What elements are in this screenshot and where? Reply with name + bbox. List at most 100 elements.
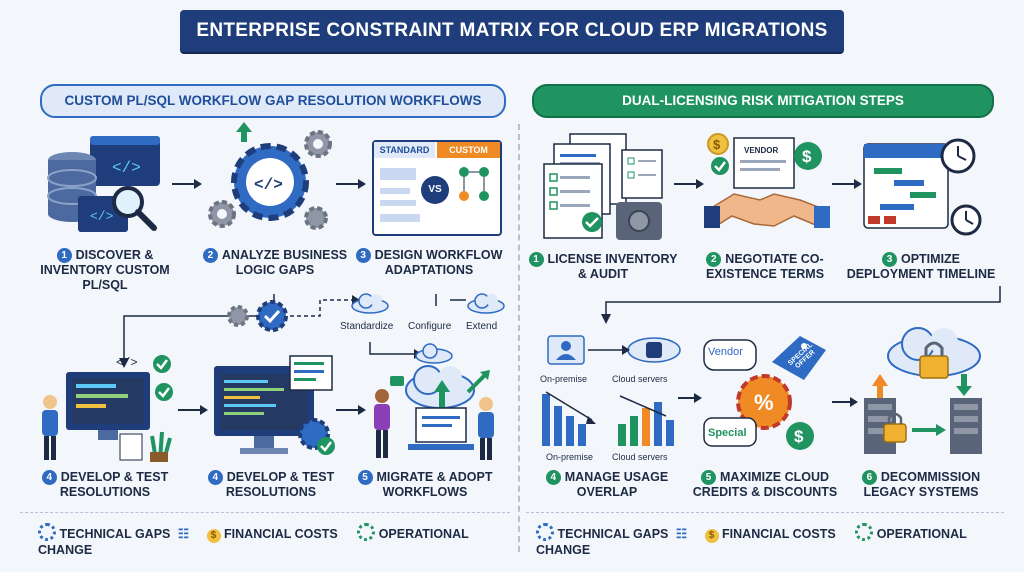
arrow-right-icon [674,179,704,189]
step-label: OPTIMIZE DEPLOYMENT TIMELINE [846,252,996,281]
arrow-right-icon [336,405,366,415]
step-label: LICENSE INVENTORY & AUDIT [547,252,678,281]
arrow-right-icon [832,179,862,189]
step-label: DEVELOP & TEST RESOLUTIONS [225,470,335,499]
step-label: DESIGN WORKFLOW ADAPTATIONS [374,248,503,277]
gears-icon: </> [208,122,332,230]
legend-operational: OPERATIONAL CHANGE [38,527,469,557]
section-divider [518,124,520,552]
custom-tag: CUSTOM [437,142,500,158]
step-label: DEVELOP & TEST RESOLUTIONS [59,470,169,499]
step-number: 2 [706,252,722,267]
usage-label-cloud-top: Cloud servers [612,374,668,384]
gear-icon [536,523,554,541]
legend-financial: FINANCIAL COSTS [224,527,338,541]
step-label: MAXIMIZE CLOUD CREDITS & DISCOUNTS [692,470,838,499]
step-label: MANAGE USAGE OVERLAP [564,470,669,499]
arrow-right-icon [678,393,702,403]
decommission-servers-icon [864,327,982,454]
cloud-icon [415,343,453,364]
gear-check-icon [227,300,288,332]
cloud-credits-icon: $ [703,336,826,450]
gear-icon [855,523,874,541]
legend-divider-right [526,512,1004,513]
step-label: NEGOTIATE CO-EXISTENCE TERMS [705,252,825,281]
connector-lines [601,286,1001,324]
step-label: ANALYZE BUSINESS LOGIC GAPS [221,248,348,277]
handshake-icon: $ $ [704,133,830,228]
vendor-bubble-label: Vendor [708,346,743,358]
database-code-icon: </> </> [47,136,160,232]
legend-financial: FINANCIAL COSTS [722,527,836,541]
special-bubble-label: Special [708,427,747,439]
legend-operational: OPERATIONAL CHANGE [536,527,967,557]
left-section-heading: CUSTOM PL/SQL WORKFLOW GAP RESOLUTION WO… [40,84,506,118]
timeline-calendar-icon [863,138,982,236]
hierarchy-icon: ☷ [675,527,688,541]
license-documents-icon [543,133,663,240]
dollar-coin-icon: $ [206,529,221,543]
step-label: MIGRATE & ADOPT WORKFLOWS [376,470,493,499]
vendor-doc-label: VENDOR [744,146,779,155]
standard-tag: STANDARD [374,142,435,158]
step-number: 2 [202,248,218,263]
arrow-right-icon [336,179,366,189]
legend-technical: TECHNICAL GAPS [557,527,669,541]
step-number: 5 [357,470,373,485]
step-number: 5 [700,470,716,485]
step-number: 6 [861,470,877,485]
flow-diagram-icon [380,167,489,222]
step-number: 4 [545,470,561,485]
gear-icon [38,523,56,541]
step-number: 3 [355,248,371,263]
page-title: ENTERPRISE CONSTRAINT MATRIX FOR CLOUD E… [196,20,828,41]
step-number: 1 [528,252,544,267]
step-number: 1 [56,248,72,263]
legend-right: TECHNICAL GAPS ☷ $ FINANCIAL COSTS OPERA… [536,523,1006,557]
hierarchy-icon: ☷ [177,527,190,541]
svg-text:$: $ [794,427,804,446]
developer-monitor-icon: </> [42,355,173,462]
vs-badge: VS [421,176,449,204]
discount-percent-label: % [754,390,774,415]
step-number: 4 [207,470,223,485]
dollar-coin-icon: $ [704,529,719,543]
option-configure: Configure [408,321,452,332]
step-number: 4 [41,470,57,485]
code-editor-icon [214,355,335,455]
usage-label-cloud-bottom: Cloud servers [612,452,668,462]
cloud-migration-icon [374,365,494,460]
usage-overlap-icon [542,335,681,446]
svg-text:</>: </> [90,209,114,224]
option-extend: Extend [466,321,498,332]
svg-text:</>: </> [112,159,141,177]
step-number: 3 [881,252,897,267]
svg-text:$: $ [802,147,812,166]
svg-text:$: $ [713,137,721,152]
legend-left: TECHNICAL GAPS ☷ $ FINANCIAL COSTS OPERA… [38,523,508,557]
step-label: DISCOVER & INVENTORY CUSTOM PL/SQL [40,248,170,292]
gear-icon [357,523,376,541]
svg-text:</>: </> [116,356,138,370]
option-standardize: Standardize [340,321,394,332]
legend-technical: TECHNICAL GAPS [59,527,171,541]
arrow-right-icon [172,179,202,189]
arrow-right-icon [178,405,208,415]
right-section-heading: DUAL-LICENSING RISK MITIGATION STEPS [532,84,994,118]
arrow-right-icon [832,397,858,407]
cloud-icon [351,293,389,314]
workflow-comparison-panel: STANDARD CUSTOM VS [372,140,502,236]
usage-label-on-premise-top: On-premise [540,374,588,384]
